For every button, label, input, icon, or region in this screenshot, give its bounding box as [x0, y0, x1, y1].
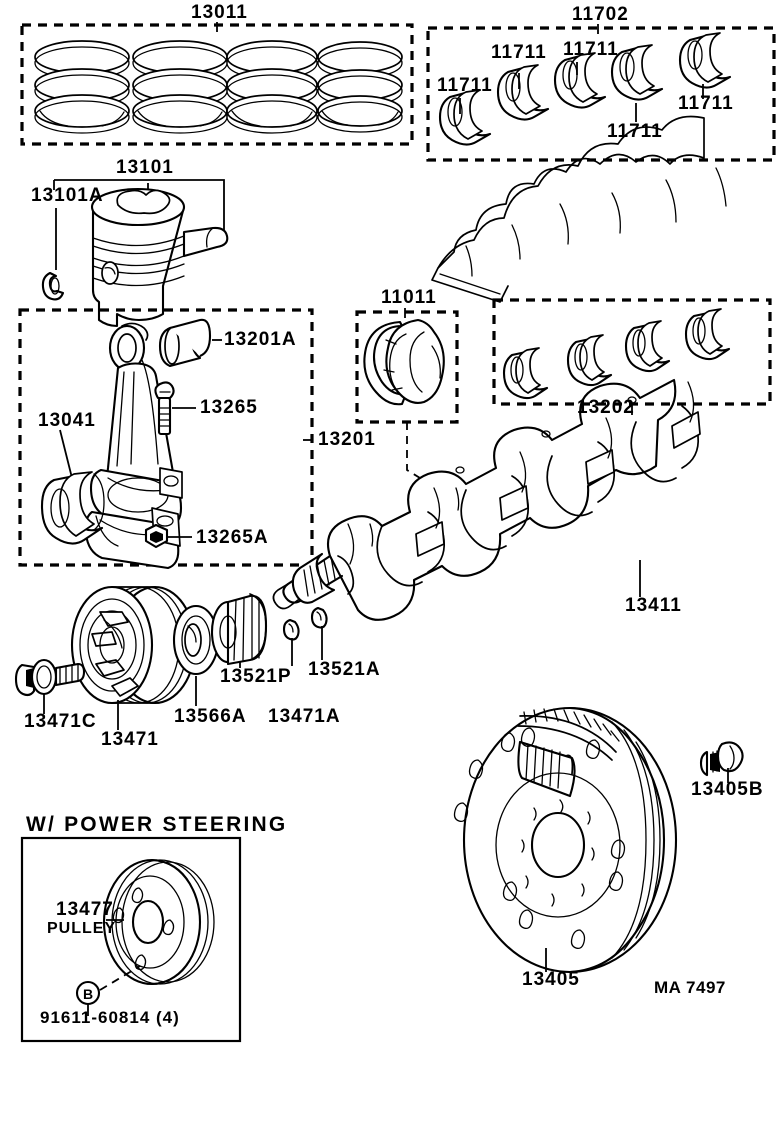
- connecting-rod-bolt: [154, 381, 196, 436]
- label-13405: 13405: [522, 969, 580, 990]
- connecting-rod-bearing-single: [40, 429, 105, 545]
- label-13471A: 13471A: [268, 706, 341, 727]
- label-13041: 13041: [38, 410, 96, 431]
- thrust-washer-group: [355, 308, 459, 479]
- connecting-rod-nut: [144, 523, 192, 549]
- label-13521P: 13521P: [220, 666, 292, 687]
- label-13405B: 13405B: [691, 779, 764, 800]
- rod-bearing-2: [566, 334, 613, 387]
- label-91611-60814: 91611-60814 (4): [40, 1008, 180, 1027]
- piston-group: [53, 179, 229, 328]
- piston-ring-stack-3: [226, 40, 318, 134]
- label-13411: 13411: [625, 595, 682, 616]
- connecting-rod-assembly-group: [18, 308, 314, 570]
- crankshaft: [272, 378, 701, 621]
- main-bearing-3: [553, 52, 607, 109]
- flywheel-bolt: [699, 741, 744, 783]
- crank-pulley-bolt: [14, 658, 86, 714]
- piston-ring-stack-2: [132, 40, 228, 134]
- label-11702: 11702: [572, 4, 629, 25]
- label-13566A: 13566A: [174, 706, 247, 727]
- label-13101A: 13101A: [31, 185, 104, 206]
- label-pulley-word: PULLEY: [47, 920, 117, 937]
- power-steering-heading: W/ POWER STEERING: [26, 813, 288, 836]
- label-11711-3: 11711: [563, 39, 619, 60]
- main-bearing-5: [678, 32, 732, 89]
- label-13101: 13101: [116, 157, 174, 178]
- label-13201A: 13201A: [224, 329, 297, 350]
- crankshaft-timing-gear: [210, 593, 268, 668]
- label-13201: 13201: [318, 429, 376, 450]
- rod-bearing-1: [502, 347, 549, 400]
- drawing-id: MA 7497: [654, 978, 726, 997]
- flywheel: [453, 706, 678, 974]
- label-11711-2: 11711: [491, 42, 547, 63]
- label-13471: 13471: [101, 729, 159, 750]
- rod-bearing-3: [624, 320, 671, 373]
- label-13521A: 13521A: [308, 659, 381, 680]
- label-13265: 13265: [200, 397, 258, 418]
- crankshaft-outline-upper: [431, 115, 727, 303]
- main-bearing-1: [438, 89, 492, 146]
- piston-ring-stack-1: [34, 40, 130, 134]
- label-13202: 13202: [577, 397, 635, 418]
- rod-bearing-set-group: [492, 298, 772, 415]
- label-11711-4: 11711: [607, 121, 663, 142]
- connecting-rod-bushing: [158, 318, 222, 368]
- main-bearing-2: [496, 64, 550, 121]
- label-11711-1: 11711: [437, 75, 493, 96]
- crank-pulley-washer: [172, 604, 220, 706]
- crank-pulley-damper: [70, 585, 197, 730]
- main-bearing-set-group: [426, 24, 776, 162]
- label-13471C: 13471C: [24, 711, 97, 732]
- label-13011: 13011: [191, 2, 248, 23]
- label-11011: 11011: [381, 287, 437, 308]
- label-13477: 13477: [56, 899, 114, 920]
- rod-bearing-4: [684, 308, 731, 361]
- piston-ring-stack-4: [317, 41, 403, 133]
- label-11711-5: 11711: [678, 93, 734, 114]
- svg-text:B: B: [83, 986, 93, 1002]
- label-13265A: 13265A: [196, 527, 269, 548]
- piston-ring-set-group: [20, 22, 414, 146]
- piston-snap-ring: [41, 208, 65, 301]
- main-bearing-4: [610, 44, 664, 101]
- crankshaft-keys: [282, 606, 328, 666]
- power-steering-inset: B: [20, 836, 242, 1043]
